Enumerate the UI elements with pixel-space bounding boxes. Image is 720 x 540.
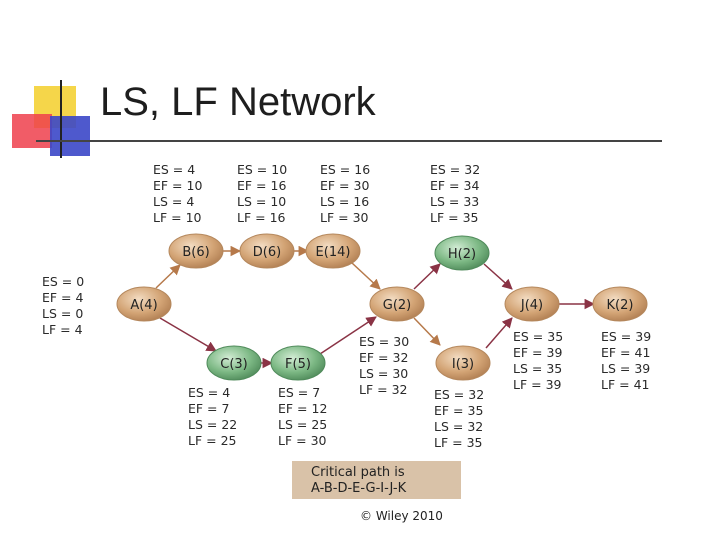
node-h: H(2) — [434, 235, 490, 271]
node-j-label: J(4) — [520, 298, 543, 313]
labels-e: ES = 16 EF = 30 LS = 16 LF = 30 — [320, 162, 370, 225]
decor-red-square — [12, 114, 52, 148]
label-g-es: ES = 30 — [359, 334, 409, 349]
label-j-ef: EF = 39 — [513, 345, 562, 360]
node-h-label: H(2) — [448, 247, 476, 262]
node-f: F(5) — [270, 345, 326, 381]
label-b-es: ES = 4 — [153, 162, 195, 177]
label-a-ef: EF = 4 — [42, 290, 84, 305]
node-d-label: D(6) — [253, 245, 281, 260]
label-f-es: ES = 7 — [278, 385, 320, 400]
label-b-ls: LS = 4 — [153, 194, 194, 209]
node-a-label: A(4) — [130, 298, 157, 313]
label-h-lf: LF = 35 — [430, 210, 478, 225]
node-k-label: K(2) — [607, 298, 634, 313]
critical-path-line1: Critical path is — [311, 465, 405, 480]
node-e: E(14) — [305, 233, 361, 269]
node-g: G(2) — [369, 286, 425, 322]
label-f-lf: LF = 30 — [278, 433, 327, 448]
label-d-ls: LS = 10 — [237, 194, 286, 209]
decor-vertical-line — [60, 80, 62, 158]
label-d-ef: EF = 16 — [237, 178, 286, 193]
page-title: LS, LF Network — [100, 80, 376, 124]
label-e-lf: LF = 30 — [320, 210, 369, 225]
label-i-lf: LF = 35 — [434, 435, 482, 450]
label-c-ef: EF = 7 — [188, 401, 229, 416]
node-j: J(4) — [504, 286, 560, 322]
label-a-lf: LF = 4 — [42, 322, 83, 337]
label-g-ls: LS = 30 — [359, 366, 408, 381]
node-i: I(3) — [435, 345, 491, 381]
label-j-ls: LS = 35 — [513, 361, 562, 376]
arrow-h-j — [483, 263, 513, 290]
node-b-label: B(6) — [182, 245, 209, 260]
labels-k: ES = 39 EF = 41 LS = 39 LF = 41 — [601, 329, 651, 392]
label-a-ls: LS = 0 — [42, 306, 83, 321]
labels-j: ES = 35 EF = 39 LS = 35 LF = 39 — [513, 329, 563, 392]
label-k-lf: LF = 41 — [601, 377, 649, 392]
label-c-ls: LS = 22 — [188, 417, 237, 432]
critical-path-box: Critical path is A-B-D-E-G-I-J-K — [292, 461, 461, 499]
label-d-lf: LF = 16 — [237, 210, 286, 225]
node-k: K(2) — [592, 286, 648, 322]
label-b-lf: LF = 10 — [153, 210, 202, 225]
label-k-es: ES = 39 — [601, 329, 651, 344]
label-g-ef: EF = 32 — [359, 350, 408, 365]
label-d-es: ES = 10 — [237, 162, 287, 177]
node-c-label: C(3) — [220, 357, 248, 372]
label-k-ef: EF = 41 — [601, 345, 650, 360]
labels-a: ES = 0 EF = 4 LS = 0 LF = 4 — [42, 274, 84, 337]
label-f-ls: LS = 25 — [278, 417, 327, 432]
node-a: A(4) — [116, 286, 172, 322]
node-e-label: E(14) — [316, 245, 351, 260]
label-b-ef: EF = 10 — [153, 178, 202, 193]
node-f-label: F(5) — [285, 357, 311, 372]
label-c-lf: LF = 25 — [188, 433, 236, 448]
label-h-ef: EF = 34 — [430, 178, 479, 193]
label-e-ef: EF = 30 — [320, 178, 369, 193]
arrow-g-i — [413, 317, 441, 346]
label-i-ls: LS = 32 — [434, 419, 483, 434]
copyright-footer: © Wiley 2010 — [360, 509, 443, 523]
arrow-e-g — [351, 262, 381, 290]
node-i-label: I(3) — [452, 357, 474, 372]
arrow-a-c — [159, 317, 217, 352]
node-b: B(6) — [168, 233, 224, 269]
labels-f: ES = 7 EF = 12 LS = 25 LF = 30 — [278, 385, 327, 448]
title-underline — [36, 140, 662, 142]
labels-b: ES = 4 EF = 10 LS = 4 LF = 10 — [153, 162, 202, 225]
node-g-label: G(2) — [383, 298, 412, 313]
decor-blue-square — [50, 116, 90, 156]
label-g-lf: LF = 32 — [359, 382, 407, 397]
label-a-es: ES = 0 — [42, 274, 84, 289]
arrow-i-j — [485, 317, 513, 349]
node-d: D(6) — [239, 233, 295, 269]
arrow-f-g — [319, 316, 377, 355]
label-e-ls: LS = 16 — [320, 194, 369, 209]
arrow-g-h — [413, 263, 441, 290]
node-c: C(3) — [206, 345, 262, 381]
label-h-ls: LS = 33 — [430, 194, 479, 209]
label-i-es: ES = 32 — [434, 387, 484, 402]
label-h-es: ES = 32 — [430, 162, 480, 177]
label-j-es: ES = 35 — [513, 329, 563, 344]
labels-d: ES = 10 EF = 16 LS = 10 LF = 16 — [237, 162, 287, 225]
labels-i: ES = 32 EF = 35 LS = 32 LF = 35 — [434, 387, 484, 450]
label-k-ls: LS = 39 — [601, 361, 650, 376]
label-f-ef: EF = 12 — [278, 401, 327, 416]
labels-g: ES = 30 EF = 32 LS = 30 LF = 32 — [359, 334, 409, 397]
labels-c: ES = 4 EF = 7 LS = 22 LF = 25 — [188, 385, 237, 448]
label-c-es: ES = 4 — [188, 385, 230, 400]
labels-h: ES = 32 EF = 34 LS = 33 LF = 35 — [430, 162, 480, 225]
label-e-es: ES = 16 — [320, 162, 370, 177]
arrows — [155, 245, 596, 369]
label-i-ef: EF = 35 — [434, 403, 483, 418]
label-j-lf: LF = 39 — [513, 377, 562, 392]
critical-path-line2: A-B-D-E-G-I-J-K — [311, 481, 407, 496]
arrow-a-b — [155, 264, 181, 289]
